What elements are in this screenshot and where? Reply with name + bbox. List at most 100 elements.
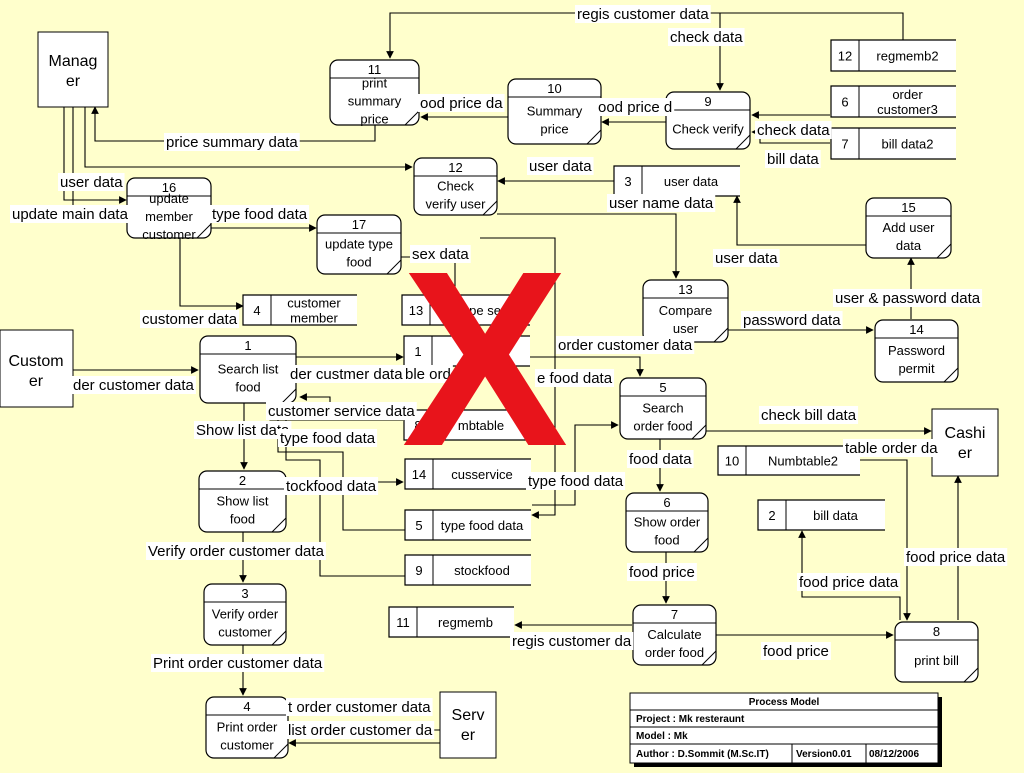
process-label: Check verify <box>672 122 744 137</box>
data-store-14: 14 cusservice <box>404 458 531 490</box>
data-store-number: 10 <box>725 454 739 469</box>
flow-label: ood price da <box>418 94 505 112</box>
flow-label-text: price summary data <box>166 134 298 151</box>
flow-label: check data <box>755 121 832 139</box>
process-label: Show order <box>634 515 701 530</box>
flow-label-text: order customer data <box>558 337 693 354</box>
flow-label-text: type food data <box>212 206 308 223</box>
title-block-header: Process Model <box>749 697 820 708</box>
flow-label-text: customer service data <box>268 403 415 420</box>
data-store-number: 7 <box>841 137 848 152</box>
data-store-label: type se <box>459 303 501 318</box>
entity-manager: Manag er <box>37 31 109 108</box>
process-label: customer <box>218 625 272 640</box>
process-label: customer <box>220 738 274 753</box>
process-label: update type <box>325 237 393 252</box>
entity-label: er <box>29 373 44 390</box>
title-block-project: Project : Mk resteraunt <box>636 714 745 725</box>
entity-label: Custom <box>8 353 63 370</box>
title-block-version: Version0.01 <box>796 749 852 760</box>
data-store-number: 9 <box>415 563 422 578</box>
data-store-number: 11 <box>396 615 410 630</box>
flow-label: food price data <box>904 548 1008 566</box>
data-store-label: user data <box>664 174 719 189</box>
process-label: permit <box>898 361 935 376</box>
process-number: 5 <box>659 380 666 395</box>
flow-label-text: list order customer da <box>288 722 433 739</box>
flow-label-text: bill data <box>767 151 819 168</box>
entity-label: er <box>66 73 81 90</box>
flow-label: update main data <box>10 205 130 223</box>
flow-label-text: user & password data <box>835 290 981 307</box>
flow-label: bill data <box>765 150 821 168</box>
entity-label: Serv <box>452 707 485 724</box>
red-x-overlay: X <box>402 219 569 498</box>
entity-label: er <box>461 727 476 744</box>
flow-label: order customer data <box>556 336 695 354</box>
data-store-label: customer3 <box>877 102 938 117</box>
flow-label-text: check bill data <box>761 407 857 424</box>
data-store-number: 1 <box>414 344 421 359</box>
flow-label-text: tockfood data <box>286 478 377 495</box>
flow-label: user & password data <box>833 289 983 307</box>
title-block-author: Author : D.Sommit (M.Sc.IT) <box>636 749 769 760</box>
flow-label: Verify order customer data <box>146 542 326 560</box>
data-store-label: bill data2 <box>881 137 933 152</box>
flow-label: customer data <box>140 310 240 328</box>
flow-label: check data <box>668 28 745 46</box>
flow-label: Show list data <box>194 421 292 439</box>
flow-label: password data <box>741 311 843 329</box>
flow-label: customer service data <box>266 402 417 420</box>
flow-label: food price <box>627 563 697 581</box>
flow-label-text: ble ord <box>405 366 451 383</box>
data-store-number: 14 <box>412 467 426 482</box>
flow-label: t order customer data <box>286 698 433 716</box>
flow-label: der customer data <box>71 376 196 394</box>
flow-label-text: customer data <box>142 311 238 328</box>
flow-label: price summary data <box>164 133 300 151</box>
process-label: food <box>230 512 255 527</box>
process-number: 1 <box>244 338 251 353</box>
process-label: Verify order <box>212 607 279 622</box>
process-number: 4 <box>243 699 250 714</box>
process-label: customer <box>142 227 196 242</box>
data-store-label: regmemb2 <box>876 49 938 64</box>
flow-label: ood price d <box>596 98 675 116</box>
flow-label-text: food price <box>763 643 829 660</box>
process-label: verify user <box>426 197 487 212</box>
flow-label: ble ord <box>403 365 453 383</box>
flow-label-text: Verify order customer data <box>148 543 325 560</box>
title-block-date: 08/12/2006 <box>869 749 919 760</box>
flow-label: sex data <box>410 245 471 263</box>
flow-label-text: food price <box>629 564 695 581</box>
external-entities: Manag er Custom er Cashi er Serv er <box>0 31 999 759</box>
data-store-label: cusservice <box>451 467 512 482</box>
flow-label-text: food data <box>629 451 692 468</box>
process-number: 8 <box>933 624 940 639</box>
entity-label: er <box>958 445 973 462</box>
data-store-number: 3 <box>624 174 631 189</box>
process-label: food <box>346 255 371 270</box>
process-label: order food <box>633 419 692 434</box>
process-label: update <box>149 191 189 206</box>
flow-label: tockfood data <box>284 477 379 495</box>
flow-label: list order customer da <box>286 721 435 739</box>
process-label: food <box>235 380 260 395</box>
process-label: Add user <box>882 220 935 235</box>
